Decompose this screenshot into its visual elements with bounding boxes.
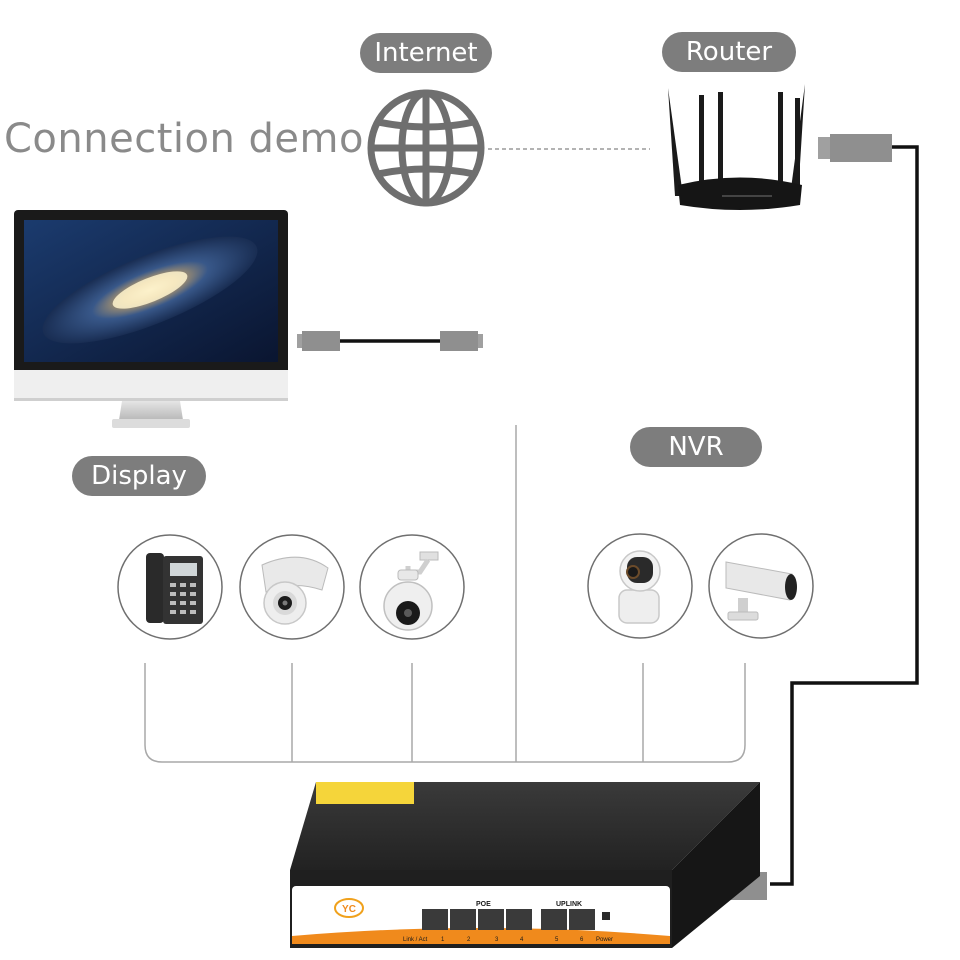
- poe-switch: YC POE UPLINK Link / Act 1 2 3 4 5 6 Pow…: [290, 782, 760, 948]
- power-label: Power: [596, 937, 613, 943]
- brand-logo: YC: [334, 898, 364, 918]
- ethernet-port[interactable]: [478, 909, 504, 930]
- poe-port-label: POE: [476, 901, 491, 908]
- power-button[interactable]: [602, 912, 610, 920]
- monitor-icon: [14, 210, 288, 428]
- ethernet-port[interactable]: [450, 909, 476, 930]
- device-connection-lines: [144, 663, 746, 763]
- port-number: 3: [495, 937, 499, 943]
- page-title: Connection demo: [4, 116, 364, 162]
- device-ptz-camera: [359, 534, 465, 640]
- ethernet-port[interactable]: [541, 909, 567, 930]
- uplink-port-label: UPLINK: [556, 901, 582, 908]
- ethernet-port[interactable]: [569, 909, 595, 930]
- display-cable: [297, 331, 483, 351]
- port-number: 2: [467, 937, 471, 943]
- internet-label: Internet: [360, 33, 492, 73]
- ethernet-port[interactable]: [422, 909, 448, 930]
- indoor-camera-icon: [618, 550, 661, 624]
- router-icon: [668, 84, 805, 210]
- brand-logo-text: YC: [342, 904, 356, 915]
- display-label: Display: [72, 456, 206, 496]
- ethernet-port[interactable]: [506, 909, 532, 930]
- port-number: 5: [555, 937, 559, 943]
- globe-icon: [367, 89, 485, 207]
- device-dome-camera: [239, 534, 345, 640]
- link-act-label: Link / Act: [403, 937, 428, 943]
- phone-icon: [146, 553, 203, 624]
- ptz-camera-icon: [383, 551, 439, 631]
- router-label: Router: [662, 32, 796, 72]
- port-number: 6: [580, 937, 584, 943]
- bullet-camera-icon: [725, 561, 797, 621]
- nvr-label: NVR: [630, 427, 762, 467]
- poe-ports: [422, 909, 595, 930]
- device-bullet-camera: [708, 533, 814, 639]
- port-number: 1: [441, 937, 445, 943]
- port-number: 4: [520, 937, 524, 943]
- device-phone: [117, 534, 223, 640]
- dome-camera-icon: [261, 556, 329, 625]
- device-indoor-camera: [587, 533, 693, 639]
